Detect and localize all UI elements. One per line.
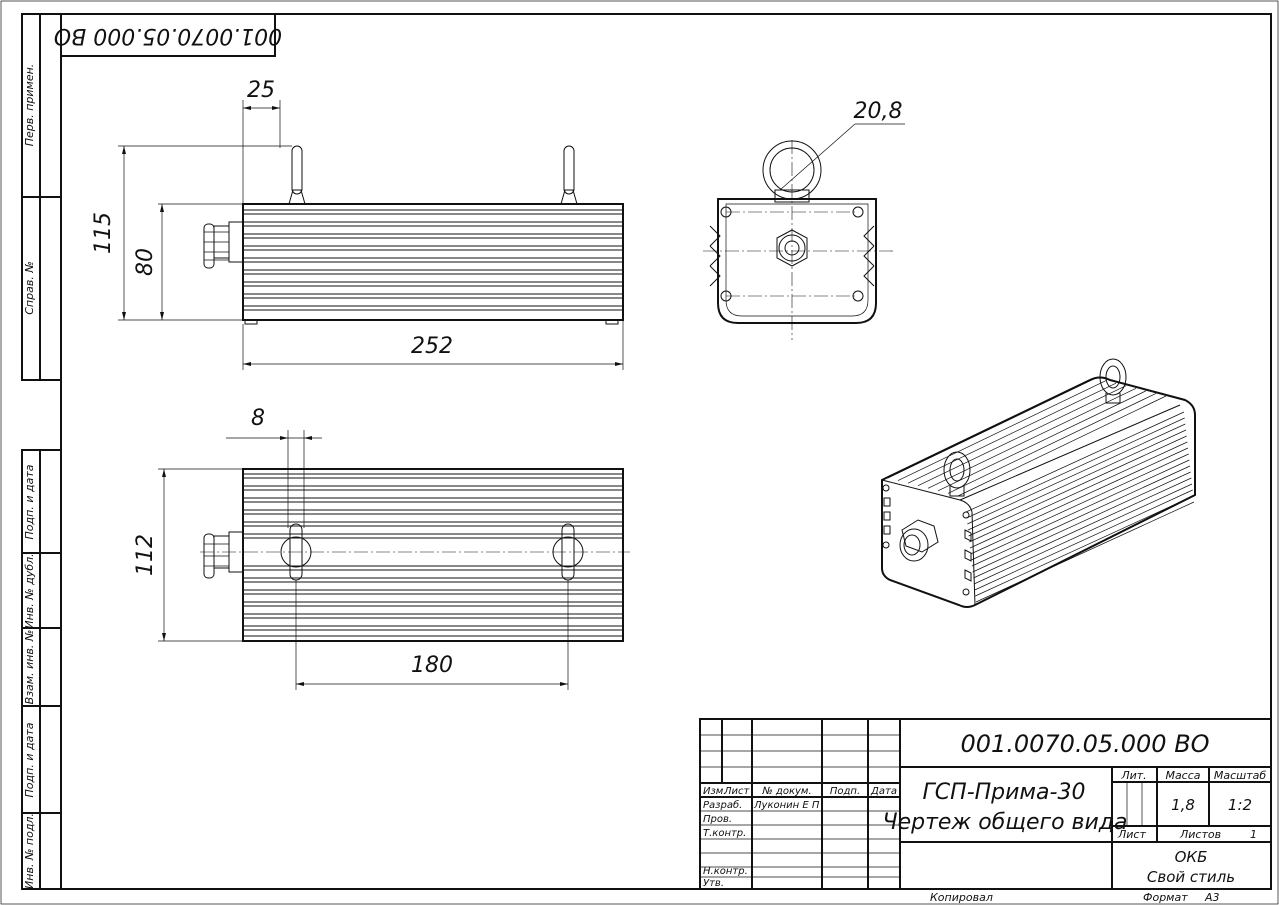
front-view: 25 115 80 252 bbox=[91, 78, 624, 370]
dim-8: 8 bbox=[251, 406, 265, 431]
iso-heatsink-rib bbox=[971, 459, 1190, 561]
stamp-inv-dubl: Инв. № дубл. bbox=[23, 553, 36, 628]
hdr-masshtab: Масштаб bbox=[1214, 769, 1266, 782]
dim-80: 80 bbox=[133, 248, 158, 276]
mass-value: 1,8 bbox=[1171, 796, 1195, 814]
format-label: Формат bbox=[1143, 891, 1188, 904]
stamp-inv-podl: Инв. № подл. bbox=[23, 813, 36, 889]
role-nkontr: Н.контр. bbox=[703, 866, 748, 877]
role-tkontr: Т.контр. bbox=[703, 828, 746, 839]
iso-heatsink-rib bbox=[975, 501, 1195, 603]
iso-top-rib bbox=[927, 387, 1137, 489]
iso-top-rib bbox=[897, 380, 1107, 481]
iso-heatsink-rib bbox=[970, 453, 1189, 555]
iso-top-rib bbox=[887, 377, 1097, 479]
iso-heatsink-rib bbox=[971, 465, 1191, 567]
iso-heatsink-rib bbox=[967, 423, 1186, 525]
iso-heatsink-rib bbox=[967, 429, 1187, 531]
iso-top-rib bbox=[907, 382, 1117, 484]
doc-name: Чертеж общего вида bbox=[883, 810, 1128, 835]
rotated-code-box: 001.0070.05.000 ВО bbox=[54, 13, 282, 57]
sheets-label: Листов bbox=[1179, 828, 1221, 841]
title-block: 001.0070.05.000 ВО ГСП-Прима-30 Чертеж о… bbox=[699, 718, 1272, 890]
copied-label: Копировал bbox=[930, 891, 993, 904]
side-stamp: Перв. примен. Справ. № Подп. и дата Инв.… bbox=[21, 13, 62, 890]
dim-115: 115 bbox=[91, 212, 116, 254]
iso-heatsink-rib bbox=[968, 435, 1187, 537]
dim-25: 25 bbox=[247, 78, 275, 103]
iso-top-rib bbox=[937, 390, 1147, 492]
dim-180: 180 bbox=[411, 653, 453, 678]
sheets-count: 1 bbox=[1250, 828, 1257, 841]
hdr-massa: Масса bbox=[1165, 769, 1200, 782]
sheet-label: Лист bbox=[1117, 828, 1146, 841]
org-line2: Свой стиль bbox=[1147, 868, 1235, 886]
hdr-data: Дата bbox=[870, 786, 897, 797]
iso-top-rib bbox=[917, 385, 1127, 487]
format-value: А3 bbox=[1204, 891, 1220, 904]
iso-heatsink-rib bbox=[972, 471, 1191, 573]
iso-heatsink-rib bbox=[975, 495, 1194, 597]
iso-heatsink-rib bbox=[969, 441, 1188, 543]
top-view: 8 112 180 bbox=[133, 406, 630, 690]
org-line1: ОКБ bbox=[1175, 848, 1208, 866]
hdr-dokum: № докум. bbox=[761, 786, 811, 797]
stamp-podp-data-2: Подп. и дата bbox=[23, 722, 36, 797]
dim-112: 112 bbox=[133, 534, 158, 576]
iso-heatsink-rib bbox=[969, 447, 1189, 549]
iso-top-rib bbox=[947, 393, 1157, 494]
iso-heatsink-rib bbox=[973, 477, 1192, 579]
dim-252: 252 bbox=[411, 334, 453, 359]
role-utv: Утв. bbox=[703, 878, 724, 889]
stamp-perv-primen: Перв. примен. bbox=[23, 64, 36, 147]
iso-heatsink-rib bbox=[974, 489, 1193, 591]
hdr-izm: Изм. bbox=[703, 786, 727, 797]
iso-heatsink-rib bbox=[973, 483, 1193, 585]
role-razrab: Разраб. bbox=[703, 799, 742, 811]
iso-heatsink-rib bbox=[966, 417, 1185, 519]
end-view: 20,8 bbox=[703, 99, 905, 340]
stamp-sprav: Справ. № bbox=[23, 261, 36, 315]
hdr-lit: Лит. bbox=[1120, 769, 1146, 782]
isometric-view bbox=[881, 358, 1196, 608]
scale-value: 1:2 bbox=[1228, 796, 1252, 814]
iso-heatsink-rib bbox=[965, 411, 1185, 513]
doc-code: 001.0070.05.000 ВО bbox=[960, 730, 1209, 758]
dim-20-8: 20,8 bbox=[854, 99, 903, 124]
role-prov: Пров. bbox=[703, 814, 732, 825]
rotated-code-text: 001.0070.05.000 ВО bbox=[54, 23, 282, 48]
hdr-list: Лист bbox=[723, 786, 751, 797]
stamp-vzam-inv: Взам. инв. № bbox=[23, 630, 36, 705]
stamp-podp-data-1: Подп. и дата bbox=[23, 464, 36, 539]
developer-name: Луконин Е П bbox=[753, 800, 820, 811]
hdr-podp: Подп. bbox=[830, 786, 860, 797]
product-name: ГСП-Прима-30 bbox=[923, 780, 1086, 805]
iso-top-rib bbox=[957, 395, 1167, 497]
